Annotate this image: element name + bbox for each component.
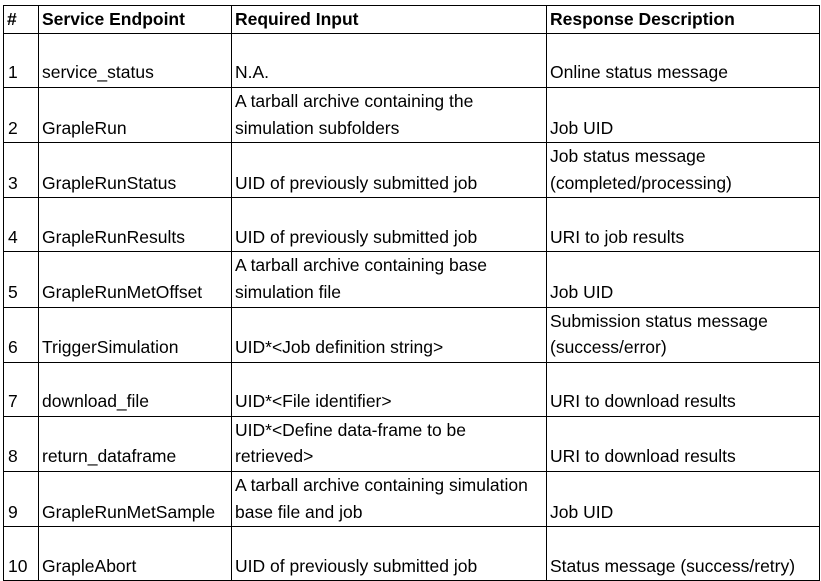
response-description-cell: Job UID: [546, 470, 820, 528]
required-input-cell: UID of previously submitted job: [231, 142, 547, 199]
row-number: 5: [3, 251, 39, 308]
table-row: 10 GrapleAbort UID of previously submitt…: [3, 526, 820, 581]
required-input-cell: UID*<File identifier>: [231, 361, 547, 417]
response-description-cell: Online status message: [546, 33, 820, 88]
row-number: 7: [3, 361, 39, 417]
service-endpoint-cell: service_status: [38, 33, 232, 88]
header-required-input: Required Input: [231, 5, 547, 34]
table-row: 6 TriggerSimulation UID*<Job definition …: [3, 306, 820, 363]
service-endpoint-cell: GrapleRunMetSample: [38, 470, 232, 528]
required-input-cell: N.A.: [231, 33, 547, 88]
service-endpoint-cell: GrapleRun: [38, 86, 232, 144]
required-input-cell: A tarball archive containing base simula…: [231, 251, 547, 308]
row-number: 4: [3, 197, 39, 253]
row-number: 2: [3, 86, 39, 144]
row-number: 8: [3, 415, 39, 472]
service-endpoint-cell: download_file: [38, 361, 232, 417]
required-input-cell: UID*<Job definition string>: [231, 306, 547, 363]
response-description-cell: Job UID: [546, 86, 820, 144]
service-endpoint-cell: GrapleRunStatus: [38, 142, 232, 199]
service-endpoint-cell: GrapleRunResults: [38, 197, 232, 253]
table-row: 3 GrapleRunStatus UID of previously subm…: [3, 142, 820, 199]
service-endpoints-table: # Service Endpoint Required Input Respon…: [3, 5, 820, 581]
required-input-cell: UID of previously submitted job: [231, 526, 547, 581]
response-description-cell: Status message (success/retry): [546, 526, 820, 581]
header-response-description: Response Description: [546, 5, 820, 34]
response-description-cell: URI to download results: [546, 415, 820, 472]
table-row: 4 GrapleRunResults UID of previously sub…: [3, 197, 820, 253]
service-endpoint-cell: return_dataframe: [38, 415, 232, 472]
table-row: 8 return_dataframe UID*<Define data-fram…: [3, 415, 820, 472]
service-endpoint-cell: TriggerSimulation: [38, 306, 232, 363]
response-description-cell: URI to download results: [546, 361, 820, 417]
header-row: # Service Endpoint Required Input Respon…: [3, 5, 820, 34]
row-number: 10: [3, 526, 39, 581]
row-number: 1: [3, 33, 39, 88]
table-row: 2 GrapleRun A tarball archive containing…: [3, 86, 820, 144]
response-description-cell: URI to job results: [546, 197, 820, 253]
table-row: 5 GrapleRunMetOffset A tarball archive c…: [3, 251, 820, 308]
service-endpoint-cell: GrapleAbort: [38, 526, 232, 581]
required-input-cell: A tarball archive containing simulation …: [231, 470, 547, 528]
service-endpoint-cell: GrapleRunMetOffset: [38, 251, 232, 308]
response-description-cell: Job UID: [546, 251, 820, 308]
required-input-cell: UID*<Define data-frame to be retrieved>: [231, 415, 547, 472]
row-number: 3: [3, 142, 39, 199]
row-number: 6: [3, 306, 39, 363]
header-number: #: [3, 5, 39, 34]
required-input-cell: UID of previously submitted job: [231, 197, 547, 253]
response-description-cell: Job status message (completed/processing…: [546, 142, 820, 199]
table-row: 7 download_file UID*<File identifier> UR…: [3, 361, 820, 417]
header-service-endpoint: Service Endpoint: [38, 5, 232, 34]
response-description-cell: Submission status message (success/error…: [546, 306, 820, 363]
row-number: 9: [3, 470, 39, 528]
required-input-cell: A tarball archive containing the simulat…: [231, 86, 547, 144]
table-row: 1 service_status N.A. Online status mess…: [3, 33, 820, 88]
table-row: 9 GrapleRunMetSample A tarball archive c…: [3, 470, 820, 528]
